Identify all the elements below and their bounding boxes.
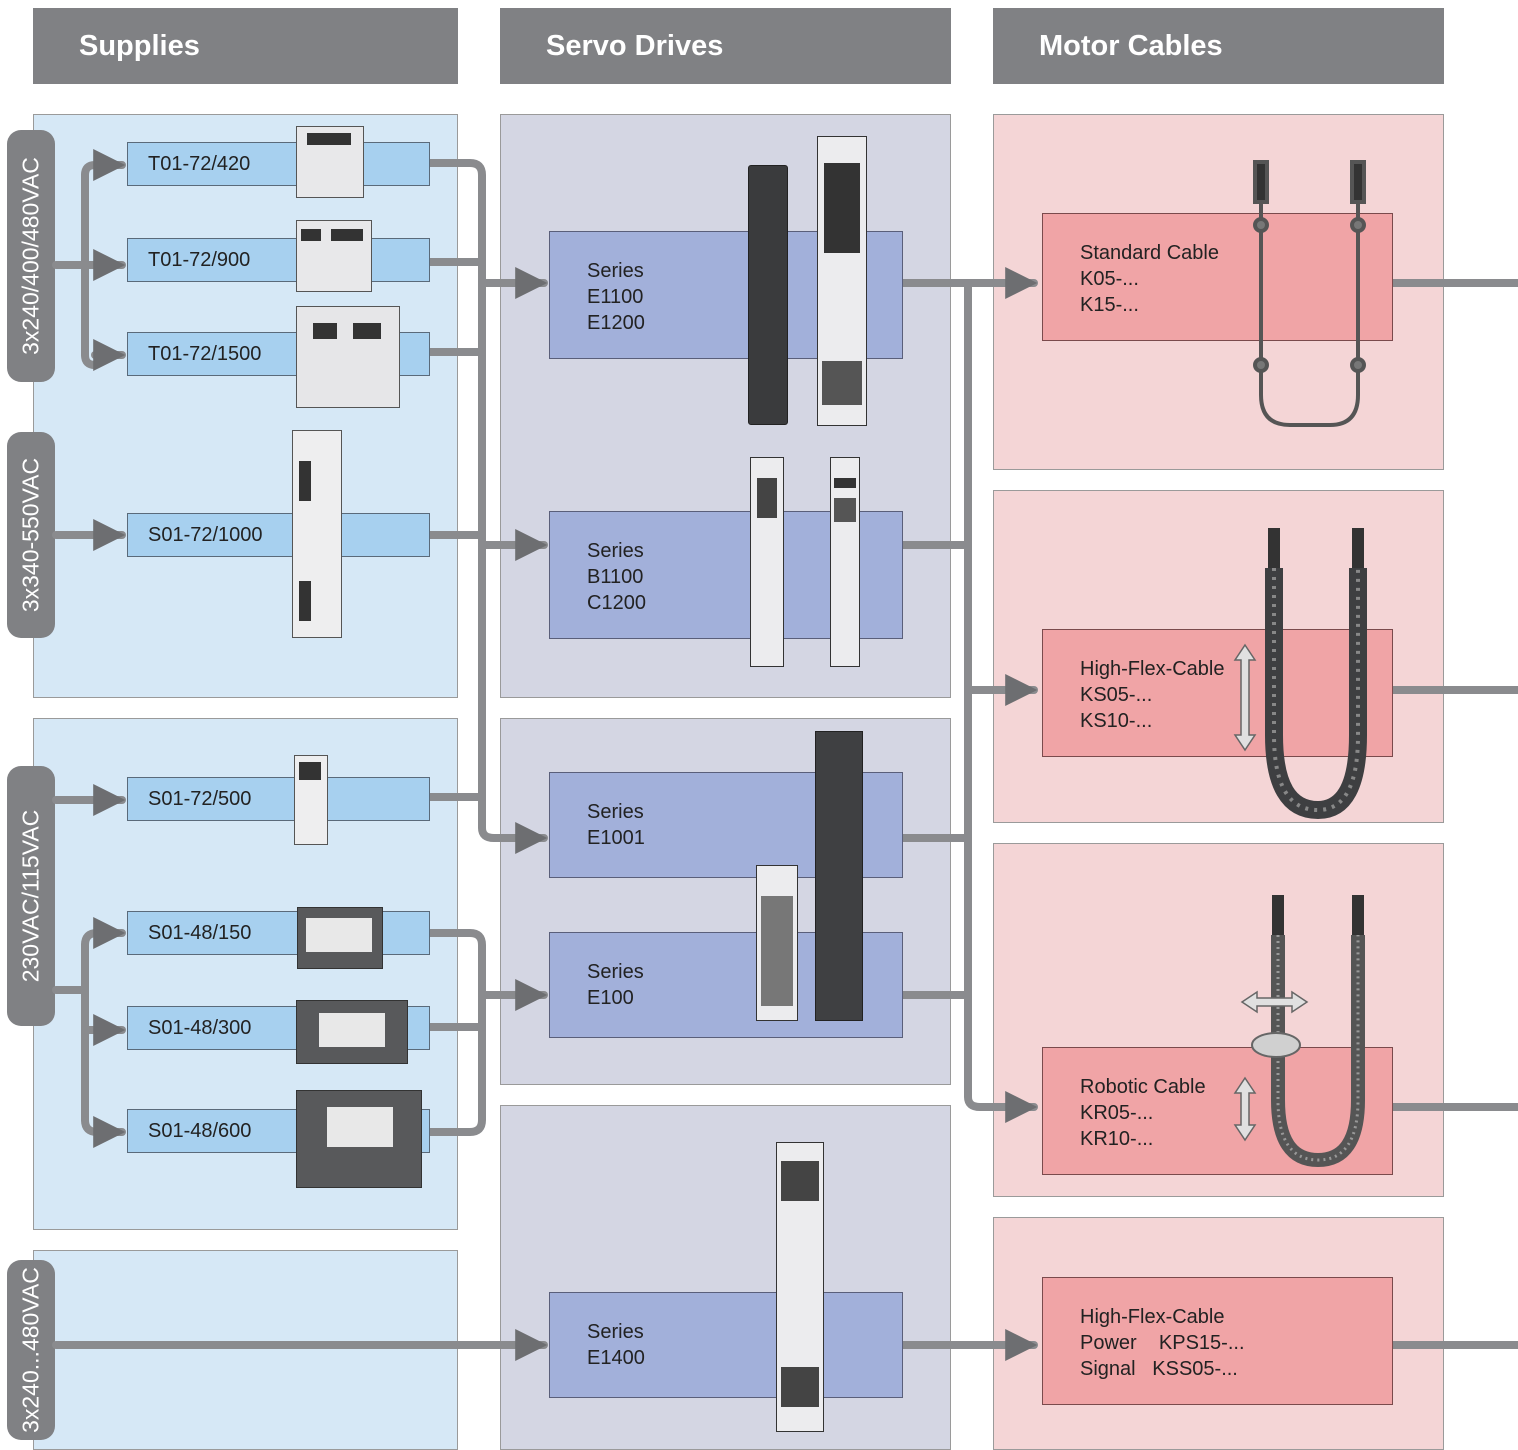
device-image-s01-48-600 [296, 1090, 422, 1188]
voltage-label-3x240-400-480: 3x240/400/480VAC [7, 130, 55, 382]
device-image-e1200 [817, 136, 867, 426]
device-image-c1200 [830, 457, 860, 667]
supply-box-s01-48-150: S01-48/150 [127, 911, 430, 955]
device-image-t01-72-420 [296, 126, 364, 198]
voltage-label-230-115: 230VAC/115VAC [7, 766, 55, 1026]
device-image-s01-48-150 [297, 907, 383, 969]
header-motor-cables: Motor Cables [993, 8, 1444, 84]
supply-box-s01-72-500: S01-72/500 [127, 777, 430, 821]
supply-box-t01-72-900: T01-72/900 [127, 238, 430, 282]
supply-box-s01-72-1000: S01-72/1000 [127, 513, 430, 557]
header-supplies: Supplies [33, 8, 458, 84]
device-image-b1100 [750, 457, 784, 667]
device-image-e1400 [776, 1142, 824, 1432]
header-servo-drives: Servo Drives [500, 8, 951, 84]
device-image-t01-72-900 [296, 220, 372, 292]
voltage-label-3x340-550: 3x340-550VAC [7, 432, 55, 638]
device-image-e1100 [748, 165, 788, 425]
voltage-label-3x240-480: 3x240...480VAC [7, 1260, 55, 1440]
device-image-s01-72-500 [294, 755, 328, 845]
device-image-e100 [756, 865, 798, 1021]
supply-box-t01-72-420: T01-72/420 [127, 142, 430, 186]
device-image-t01-72-1500 [296, 306, 400, 408]
device-image-e1001 [815, 731, 863, 1021]
device-image-s01-72-1000 [292, 430, 342, 638]
device-image-s01-48-300 [296, 1000, 408, 1064]
